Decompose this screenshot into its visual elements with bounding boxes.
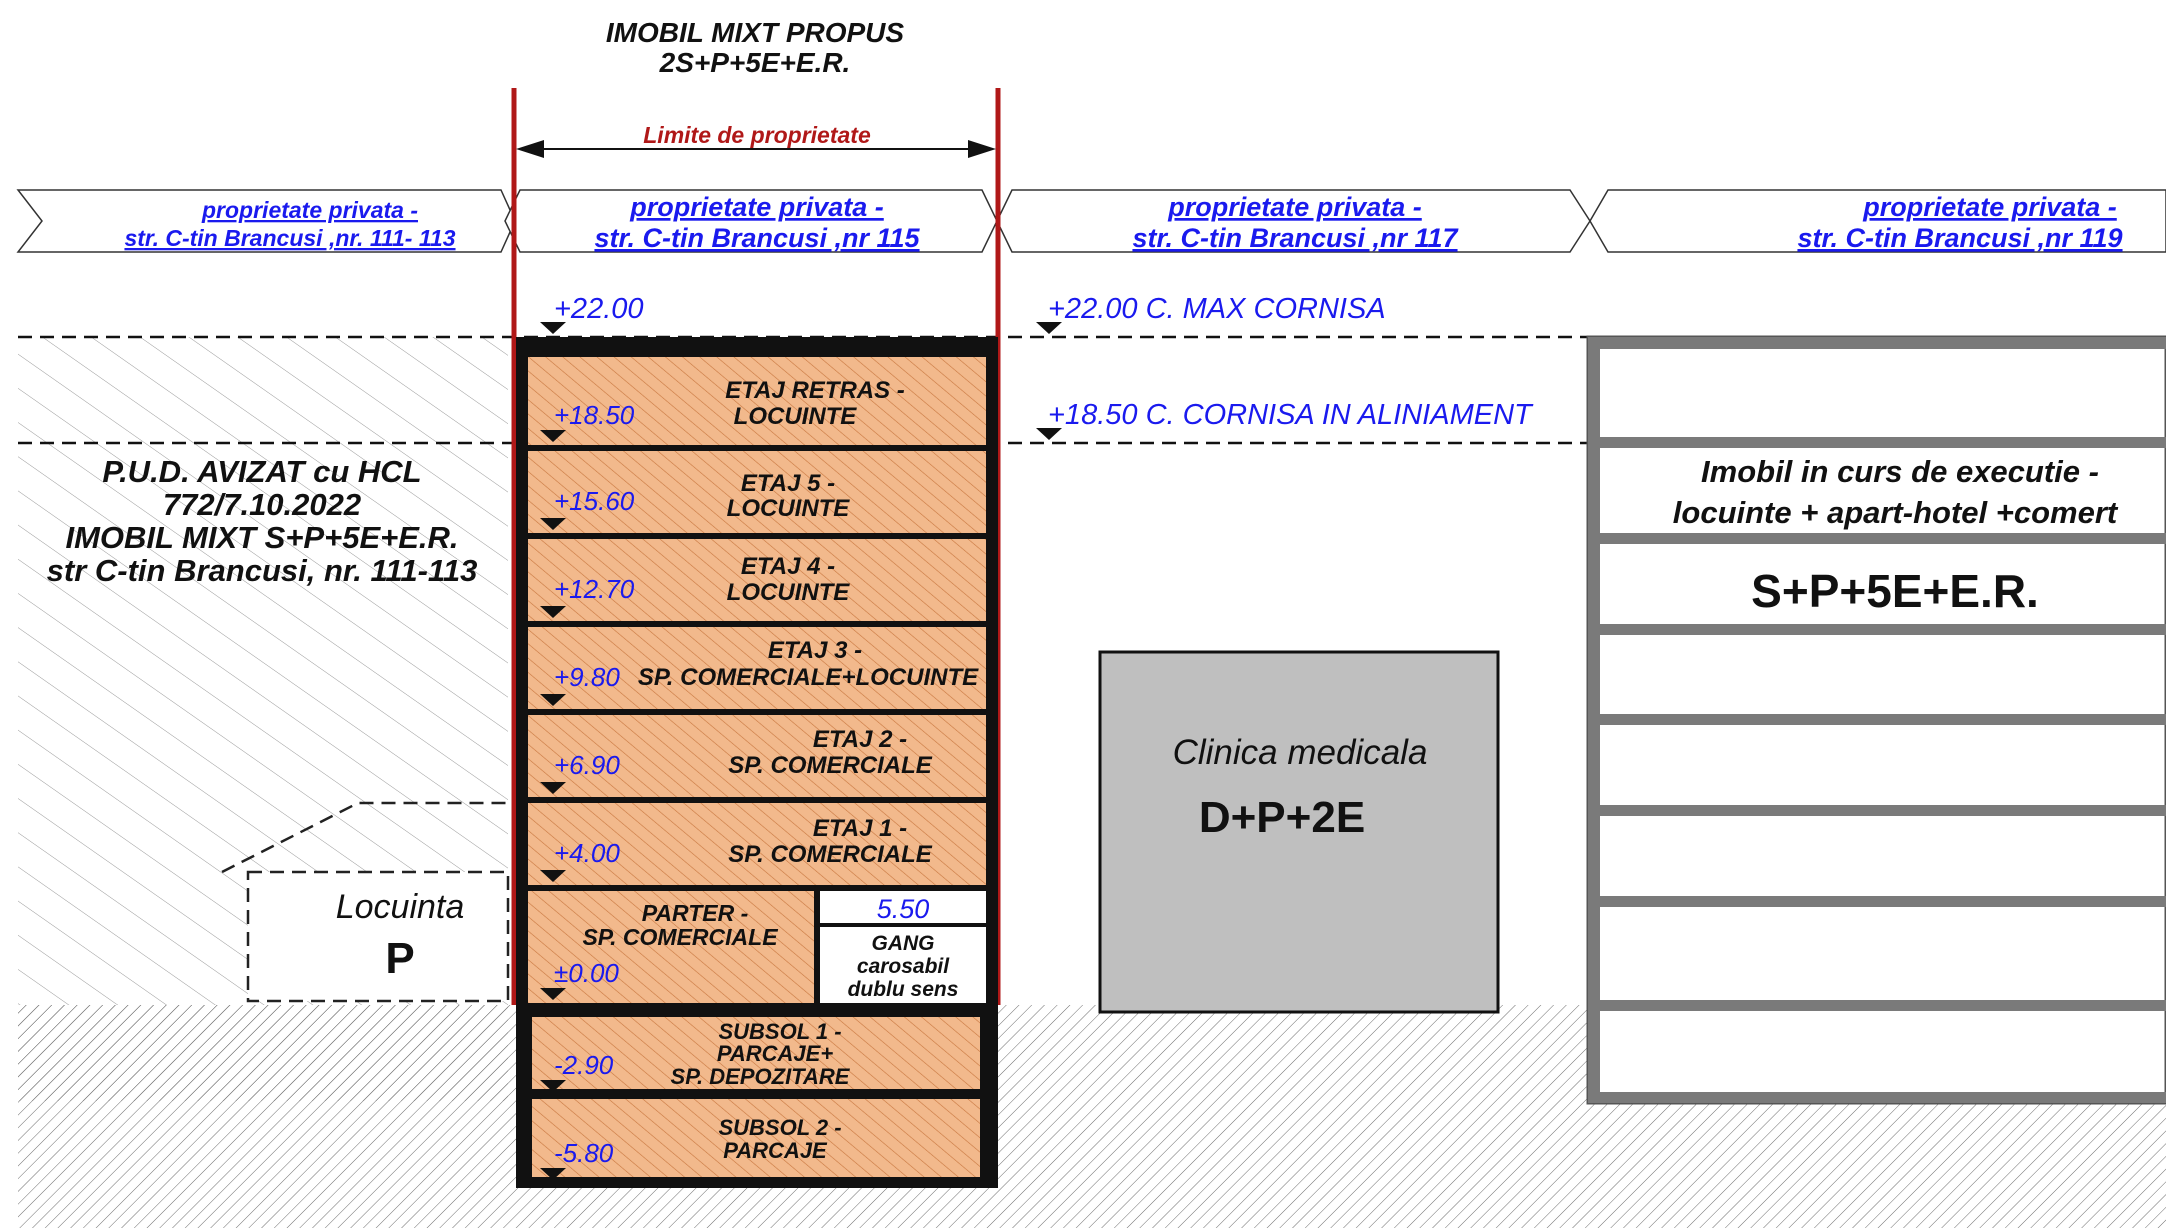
svg-text:ETAJ 1 -: ETAJ 1 - [813,815,907,842]
svg-text:+9.80: +9.80 [554,662,620,692]
floor-subsol-2 [532,1099,980,1177]
svg-text:PARCAJE+: PARCAJE+ [717,1041,834,1066]
floor-etaj-4 [528,539,986,621]
floor-etaj-1 [528,803,986,885]
svg-text:SP. COMERCIALE: SP. COMERCIALE [582,924,778,950]
svg-text:proprietate privata -: proprietate privata - [1862,192,2117,222]
property-limit-label: Limite de proprietate [643,122,871,148]
svg-text:-2.90: -2.90 [554,1050,614,1080]
svg-text:proprietate privata -: proprietate privata - [629,192,884,222]
svg-text:str. C-tin Brancusi ,nr 117: str. C-tin Brancusi ,nr 117 [1132,223,1459,253]
parcel-115: proprietate privata - str. C-tin Brancus… [594,192,920,253]
svg-text:772/7.10.2022: 772/7.10.2022 [163,487,361,522]
project-height-regime: 2S+P+5E+E.R. [659,47,851,78]
svg-text:SUBSOL 1 -: SUBSOL 1 - [718,1019,841,1044]
svg-text:SP. COMERCIALE+LOCUINTE: SP. COMERCIALE+LOCUINTE [638,664,979,691]
clinic-height-regime: D+P+2E [1199,793,1365,842]
level-cornice-max: +22.00 C. MAX CORNISA [1048,293,1386,325]
level-cornice-alignment: +18.50 C. CORNISA IN ALINIAMENT [1048,399,1534,431]
floor-etaj-retras [528,357,986,445]
passage-line3: dublu sens [848,978,959,1001]
svg-text:LOCUINTE: LOCUINTE [734,403,858,430]
svg-text:+18.50: +18.50 [554,400,635,430]
house-outline [221,801,510,1003]
parcel-111-113: proprietate privata - str. C-tin Brancus… [124,197,455,251]
arrow-left-icon [516,140,544,158]
svg-text:PARCAJE: PARCAJE [723,1138,828,1163]
right-building [1586,335,2166,1105]
right-building-height-regime: S+P+5E+E.R. [1751,565,2039,617]
svg-text:-5.80: -5.80 [554,1138,614,1168]
floor-etaj-3 [528,627,986,709]
floor-parter [528,891,814,1003]
svg-text:SUBSOL 2 -: SUBSOL 2 - [718,1115,841,1140]
svg-text:ETAJ 4 -: ETAJ 4 - [741,553,835,580]
svg-text:str C-tin Brancusi, nr. 111-11: str C-tin Brancusi, nr. 111-113 [47,553,478,588]
pud-note: P.U.D. AVIZAT cu HCL 772/7.10.2022 IMOBI… [47,454,478,588]
floor-subsol-1 [532,1017,980,1089]
parcel-119: proprietate privata - str. C-tin Brancus… [1797,192,2122,253]
house-type: P [385,934,414,983]
level-top-left: +22.00 [554,293,644,325]
svg-text:SP. DEPOZITARE: SP. DEPOZITARE [671,1064,851,1089]
svg-text:±0.00: ±0.00 [554,958,619,988]
svg-text:P.U.D. AVIZAT cu HCL: P.U.D. AVIZAT cu HCL [102,454,421,489]
clinic-label: Clinica medicala [1173,733,1428,772]
svg-text:LOCUINTE: LOCUINTE [727,579,851,606]
right-building-line1: Imobil in curs de executie - [1701,454,2099,489]
floor-levels: +18.50 +15.60 +12.70 +9.80 +6.90 +4.00 ±… [540,400,635,1180]
right-building-line2: locuinte + apart-hotel +comert [1673,495,2119,530]
svg-text:ETAJ 3 -: ETAJ 3 - [768,637,862,664]
svg-text:IMOBIL MIXT S+P+5E+E.R.: IMOBIL MIXT S+P+5E+E.R. [65,520,458,555]
passage-box [820,891,986,1003]
svg-text:ETAJ RETRAS -: ETAJ RETRAS - [725,377,905,404]
svg-text:str. C-tin Brancusi ,nr 115: str. C-tin Brancusi ,nr 115 [594,223,920,253]
level-marker-icon [1036,428,1062,440]
level-marker-icon [540,322,566,334]
svg-text:str. C-tin Brancusi ,nr. 111-: str. C-tin Brancusi ,nr. 111- 113 [124,225,455,251]
svg-text:proprietate privata -: proprietate privata - [1167,192,1422,222]
parcel-117: proprietate privata - str. C-tin Brancus… [1132,192,1459,253]
level-marker-icon [1036,322,1062,334]
svg-text:proprietate privata -: proprietate privata - [201,197,418,223]
svg-text:SP. COMERCIALE: SP. COMERCIALE [728,841,933,868]
project-title: IMOBIL MIXT PROPUS [606,17,904,48]
floor-labels: ETAJ RETRAS - LOCUINTE ETAJ 5 - LOCUINTE… [582,377,979,1163]
svg-text:+6.90: +6.90 [554,750,620,780]
passage-width: 5.50 [877,894,930,924]
floor-etaj-2 [528,715,986,797]
svg-text:ETAJ 2 -: ETAJ 2 - [813,726,907,753]
svg-text:str. C-tin Brancusi ,nr 119: str. C-tin Brancusi ,nr 119 [1797,223,2122,253]
svg-text:SP. COMERCIALE: SP. COMERCIALE [728,752,933,779]
svg-text:PARTER -: PARTER - [642,900,749,926]
floor-etaj-5 [528,451,986,533]
parcel-banners [16,189,2166,253]
ground-band-left [18,1005,508,1101]
passage-line2: carosabil [857,955,950,978]
svg-text:+12.70: +12.70 [554,574,635,604]
house-label: Locuinta [336,888,465,926]
clinic-building [1098,650,1500,1014]
svg-text:ETAJ 5 -: ETAJ 5 - [741,470,835,497]
passage-line1: GANG [872,932,935,955]
svg-text:+15.60: +15.60 [554,486,635,516]
svg-text:LOCUINTE: LOCUINTE [727,495,851,522]
svg-text:+4.00: +4.00 [554,838,620,868]
arrow-right-icon [968,140,996,158]
